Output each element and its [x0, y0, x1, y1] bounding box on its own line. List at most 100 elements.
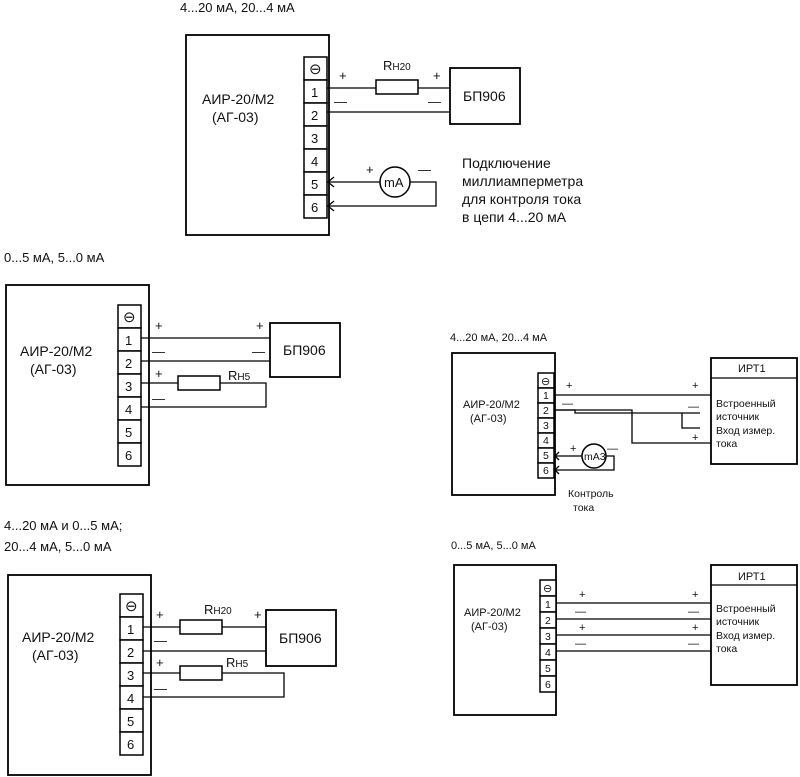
terminal-3: 3 [127, 668, 134, 683]
note-line2: миллиамперметра [462, 173, 583, 189]
minus-sign: — [334, 94, 347, 109]
meter-label: mA3 [584, 451, 606, 463]
diagram-5-title: 0...5 мА, 5...0 мА [451, 540, 536, 552]
terminal-1: 1 [545, 599, 551, 611]
resistor-label: RH5 [226, 655, 249, 670]
note-line2: тока [573, 502, 594, 514]
terminal-2: 2 [311, 108, 318, 123]
device-label-line2: (АГ-03) [470, 413, 507, 425]
minus-sign: — [688, 638, 699, 650]
irt1-line4: тока [716, 643, 737, 655]
power-supply-box [449, 67, 521, 125]
plus-sign: + [692, 380, 698, 392]
diagram-3-title-line1: 4...20 мА и 0...5 мА; [4, 518, 122, 533]
resistor-icon [177, 375, 221, 391]
minus-sign: — [428, 94, 441, 109]
minus-sign: — [152, 344, 165, 359]
terminal-3: 3 [543, 420, 549, 432]
terminal-4: 4 [543, 435, 549, 447]
irt1-box [710, 357, 798, 465]
plus-sign: + [570, 443, 576, 455]
resistor-label: RH5 [228, 368, 251, 383]
diagram-5: 0...5 мА, 5...0 мА АИР-20/М2 (АГ-03) ⊖ 1… [451, 540, 798, 716]
terminal-3: 3 [311, 131, 318, 146]
terminal-4: 4 [127, 691, 134, 706]
minus-sign: — [152, 391, 165, 406]
diagram-2-title: 0...5 мА, 5...0 мА [4, 250, 105, 265]
diagram-3: 4...20 мА и 0...5 мА; 20...4 мА, 5...0 м… [4, 518, 337, 776]
plus-sign: + [256, 318, 264, 333]
device-label-line1: АИР-20/М2 [202, 91, 275, 107]
irt1-line1: Встроенный [716, 603, 776, 615]
plus-sign: + [254, 607, 262, 622]
irt1-title: ИРТ1 [738, 363, 766, 375]
resistor-icon [179, 619, 223, 635]
device-label-line1: АИР-20/М2 [22, 629, 95, 645]
terminal-2: 2 [127, 645, 134, 660]
terminal-5: 5 [127, 714, 134, 729]
resistor-icon [375, 79, 419, 95]
wire [554, 409, 711, 444]
power-supply-label: БП906 [283, 342, 326, 358]
minus-sign: — [688, 401, 699, 413]
terminal-2: 2 [545, 615, 551, 627]
note-line1: Контроль [568, 488, 614, 500]
terminal-5: 5 [311, 177, 318, 192]
resistor-label: RH20 [204, 602, 232, 617]
terminal-6: 6 [311, 200, 318, 215]
device-label-line2: (АГ-03) [30, 361, 76, 377]
note-line3: для контроля тока [462, 191, 581, 207]
wire [141, 382, 267, 408]
minus-sign: — [607, 443, 618, 455]
diagram-1-title: 4...20 мА, 20...4 мА [180, 0, 295, 15]
ground-terminal-icon: ⊖ [123, 309, 136, 326]
note-line1: Подключение [462, 155, 551, 171]
terminal-3: 3 [125, 379, 132, 394]
irt1-title: ИРТ1 [738, 571, 766, 583]
device-label-line2: (АГ-03) [32, 647, 78, 663]
terminal-1: 1 [125, 333, 132, 348]
plus-sign: + [339, 68, 347, 83]
ground-terminal-icon: ⊖ [309, 61, 322, 78]
ground-terminal-icon: ⊖ [541, 376, 550, 388]
terminal-1: 1 [311, 85, 318, 100]
terminal-6: 6 [545, 679, 551, 691]
plus-sign: + [692, 589, 698, 601]
diagram-1: 4...20 мА, 20...4 мА АИР-20/М2 (АГ-03) ⊖… [180, 0, 583, 236]
meter-label: mA [384, 175, 404, 190]
wire [554, 455, 615, 471]
irt1-line3: Вход измер. [716, 425, 775, 437]
plus-sign: + [692, 432, 698, 444]
terminal-1: 1 [127, 622, 134, 637]
minus-sign: — [418, 162, 431, 177]
wire [327, 181, 437, 207]
device-label-line2: (АГ-03) [471, 621, 508, 633]
terminal-6: 6 [125, 448, 132, 463]
plus-sign: + [155, 318, 163, 333]
terminal-2: 2 [125, 356, 132, 371]
power-supply-label: БП906 [279, 630, 322, 646]
irt1-line3: Вход измер. [716, 630, 775, 642]
resistor-icon [179, 665, 223, 681]
power-supply-label: БП906 [463, 88, 506, 104]
minus-sign: — [575, 638, 586, 650]
plus-sign: + [433, 68, 441, 83]
ground-terminal-icon: ⊖ [125, 598, 138, 615]
power-supply-box [269, 322, 341, 378]
terminal-5: 5 [545, 663, 551, 675]
diagram-3-title-line2: 20...4 мА, 5...0 мА [4, 539, 112, 554]
minus-sign: — [252, 344, 265, 359]
irt1-line1: Встроенный [716, 398, 776, 410]
plus-sign: + [155, 366, 163, 381]
wire [143, 672, 285, 698]
resistor-label: RH20 [383, 58, 411, 73]
plus-sign: + [366, 162, 374, 177]
ground-terminal-icon: ⊖ [543, 583, 552, 595]
terminal-4: 4 [545, 647, 551, 659]
irt1-line2: источник [716, 411, 760, 423]
terminal-6: 6 [543, 465, 549, 477]
plus-sign: + [156, 655, 164, 670]
terminal-4: 4 [311, 154, 318, 169]
terminal-6: 6 [127, 737, 134, 752]
